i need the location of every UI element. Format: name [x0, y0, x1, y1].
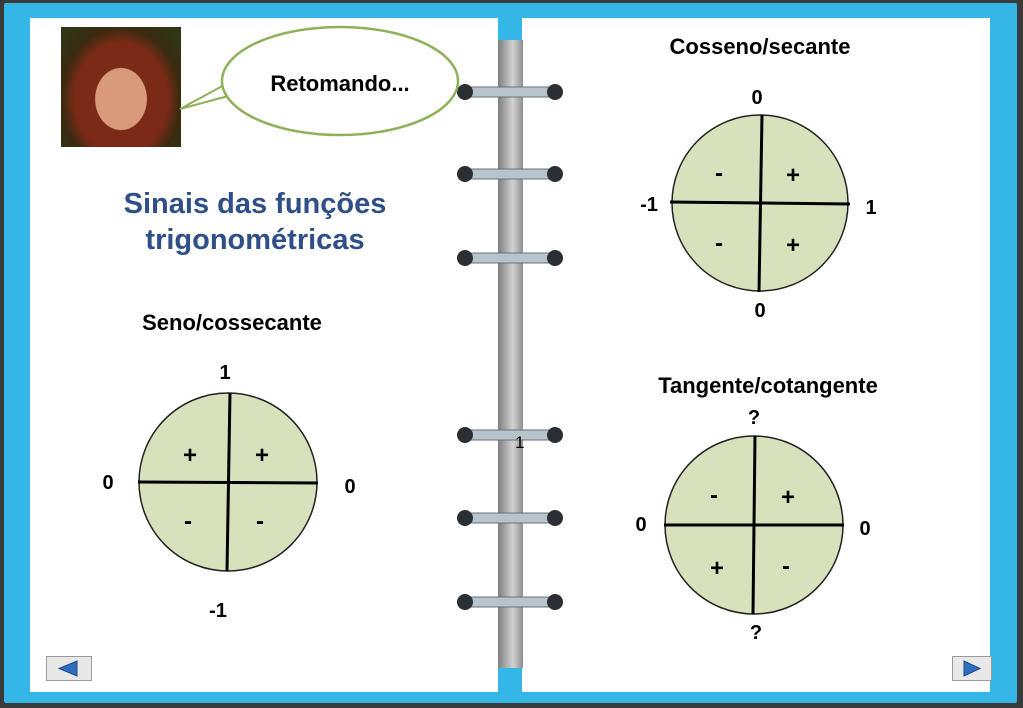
seno-q2-sign: +	[182, 442, 198, 469]
page-title: Sinais das funções trigonométricas	[124, 186, 387, 258]
binder-ring	[457, 427, 563, 443]
tangente-right-label: 0	[859, 518, 871, 540]
tangente-circle	[664, 435, 844, 615]
cosseno-q3-sign: -	[715, 230, 723, 257]
tangente-left-label: 0	[635, 514, 647, 536]
teacher-photo	[61, 27, 181, 147]
cosseno-q2-sign: -	[715, 160, 723, 187]
binder-ring	[457, 166, 563, 182]
next-button[interactable]	[952, 656, 992, 681]
cosseno-circle	[669, 114, 851, 293]
cosseno-bottom-label: 0	[754, 300, 766, 322]
seno-left-label: 0	[102, 472, 114, 494]
cosseno-right-label: 1	[865, 197, 877, 219]
cosseno-left-label: -1	[640, 194, 658, 216]
seno-circle	[137, 392, 319, 572]
notebook-spine	[498, 40, 523, 668]
page-title-line2: trigonométricas	[145, 224, 365, 256]
seno-top-label: 1	[219, 362, 231, 384]
speech-bubble	[179, 25, 460, 137]
tangente-q3-sign: +	[709, 555, 725, 582]
tangente-top-label: ?	[747, 407, 761, 429]
binder-ring	[457, 84, 563, 100]
seno-right-label: 0	[344, 476, 356, 498]
seno-bottom-label: -1	[209, 600, 227, 622]
page-title-line1: Sinais das funções	[123, 188, 387, 220]
tangente-q2-sign: -	[710, 482, 718, 509]
tangente-q1-sign: +	[780, 484, 796, 511]
binder-ring	[457, 510, 563, 526]
previous-button[interactable]	[46, 656, 92, 681]
cosseno-q4-sign: +	[785, 232, 801, 259]
binder-ring	[457, 250, 563, 266]
triangle-right-icon	[963, 660, 982, 677]
spine-label: 1	[515, 433, 525, 452]
cosseno-q1-sign: +	[785, 162, 801, 189]
seno-q3-sign: -	[184, 508, 192, 535]
seno-title: Seno/cossecante	[142, 310, 322, 335]
tangente-title: Tangente/cotangente	[658, 373, 878, 398]
seno-q4-sign: -	[256, 508, 264, 535]
tangente-bottom-label: ?	[749, 622, 763, 644]
cosseno-title: Cosseno/secante	[669, 34, 851, 59]
triangle-left-icon	[57, 660, 78, 677]
cosseno-top-label: 0	[751, 87, 763, 109]
seno-q1-sign: +	[254, 442, 270, 469]
speech-bubble-text: Retomando...	[270, 71, 410, 96]
binder-ring	[457, 594, 563, 610]
tangente-q4-sign: -	[782, 553, 790, 580]
